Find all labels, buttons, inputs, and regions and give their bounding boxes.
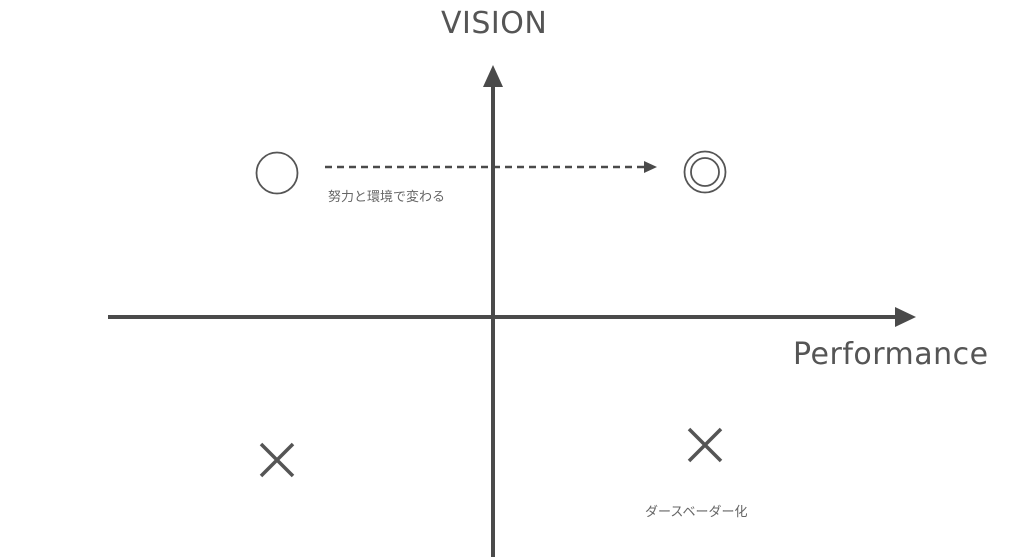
x-axis-label: Performance <box>793 337 989 372</box>
y-axis <box>483 65 503 557</box>
x-axis <box>108 307 916 327</box>
dashed-arrow <box>325 161 657 173</box>
bottom-right-note: ダースベーダー化 <box>645 505 748 520</box>
cross-icon <box>687 427 723 463</box>
arrow-label: 努力と環境で変わる <box>328 190 446 205</box>
cross-icon <box>259 442 295 478</box>
x-axis-arrowhead-icon <box>895 307 916 327</box>
y-axis-label: VISION <box>441 6 548 41</box>
double-circle-icon <box>683 150 727 194</box>
circle-icon <box>255 151 299 195</box>
y-axis-arrowhead-icon <box>483 65 503 87</box>
